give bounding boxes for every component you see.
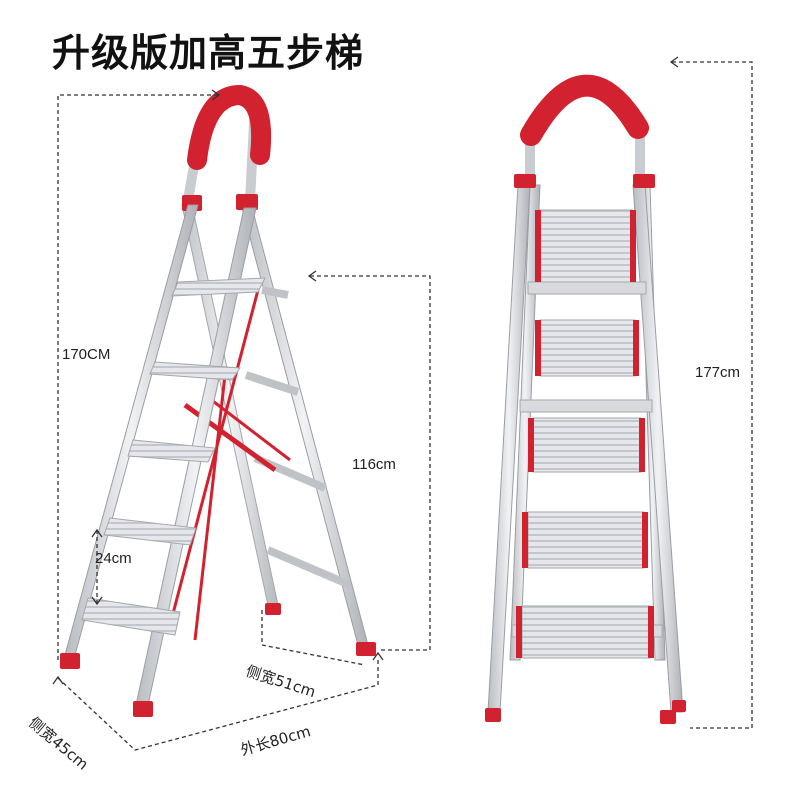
front-view-ladder [485, 74, 686, 724]
product-title: 升级版加高五步梯 [52, 31, 365, 75]
side-view-ladder [60, 84, 376, 717]
dimension-lines [57, 61, 753, 751]
height-side-label: 170CM [62, 346, 111, 363]
platform-height-label: 116cm [352, 456, 396, 473]
front-tread-4 [522, 511, 648, 569]
front-tread-3 [528, 417, 645, 473]
dimension-arrows [52, 56, 679, 685]
step-gap-label: 24cm [95, 550, 132, 567]
front-tread-1 [535, 209, 636, 283]
front-tread-5 [516, 605, 654, 659]
front-tread-2 [535, 319, 639, 377]
height-front-label: 177cm [695, 364, 741, 381]
